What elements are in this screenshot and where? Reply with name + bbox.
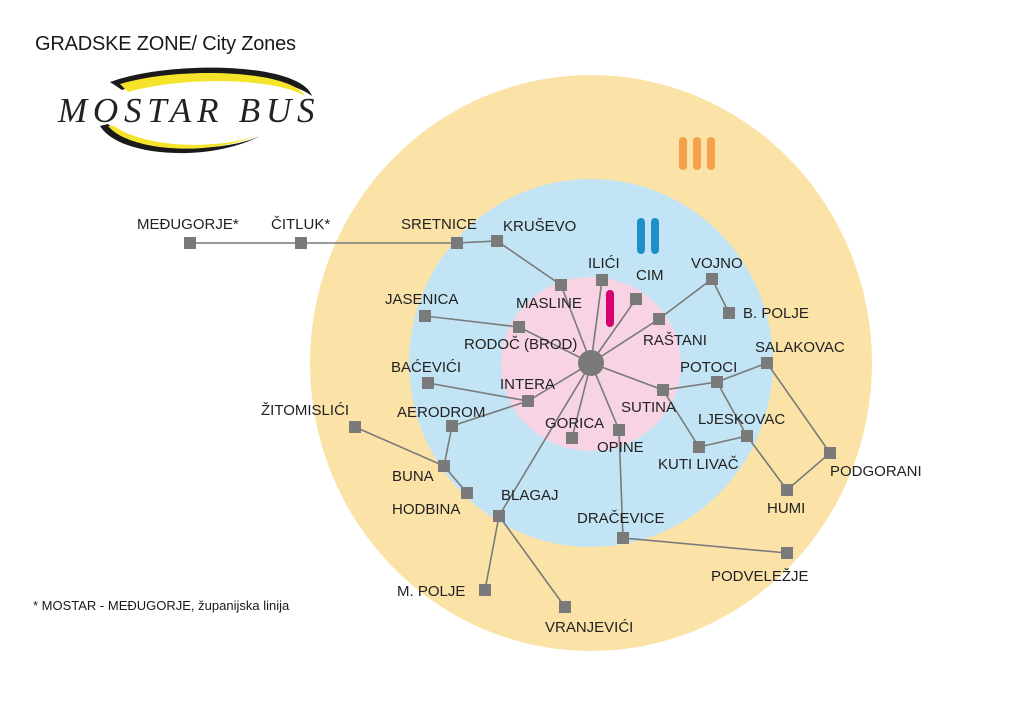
stop-label-podvelezje: PODVELEŽJE — [711, 568, 809, 585]
page-title: GRADSKE ZONE/ City Zones — [35, 33, 296, 55]
logo-swoosh-yellow — [120, 72, 305, 96]
stop-marker-podvelezje — [781, 547, 793, 559]
stop-marker-humi — [781, 484, 793, 496]
stop-label-potoci: POTOCI — [680, 359, 737, 376]
stop-marker-citluk — [295, 237, 307, 249]
stop-label-blagaj: BLAGAJ — [501, 487, 559, 504]
zone-2-marker — [637, 218, 659, 254]
stop-marker-m-polje — [479, 584, 491, 596]
stop-marker-opine — [613, 424, 625, 436]
stop-marker-ilici — [596, 274, 608, 286]
stop-marker-sutina — [657, 384, 669, 396]
stop-marker-vojno — [706, 273, 718, 285]
route-lines — [190, 240, 832, 608]
stop-label-dracevice: DRAČEVICE — [577, 510, 665, 527]
stop-label-rastani: RAŠTANI — [643, 332, 707, 349]
stop-label-hodbina: HODBINA — [392, 501, 460, 518]
stop-marker-kuti-livac — [693, 441, 705, 453]
stop-label-vranjevici: VRANJEVIĆI — [545, 619, 633, 636]
stop-label-humi: HUMI — [767, 500, 805, 517]
stop-label-m-polje: M. POLJE — [397, 583, 465, 600]
stop-marker-potoci — [711, 376, 723, 388]
stop-label-zitomislici: ŽITOMISLIĆI — [261, 402, 349, 419]
stop-marker-podgorani — [824, 447, 836, 459]
stop-marker-jasenica — [419, 310, 431, 322]
stop-label-sutina: SUTINA — [621, 399, 676, 416]
stop-marker-vranjevici — [559, 601, 571, 613]
stop-marker-bacevici — [422, 377, 434, 389]
footnote: * MOSTAR - MEĐUGORJE, županijska linija — [33, 598, 290, 613]
stop-marker-aerodrom — [446, 420, 458, 432]
stop-marker-medjugorje — [184, 237, 196, 249]
stop-label-vojno: VOJNO — [691, 255, 743, 272]
logo-swoosh-bottom-dark — [100, 124, 260, 154]
stop-label-salakovac: SALAKOVAC — [755, 339, 845, 356]
hub-stop — [578, 350, 604, 376]
stop-label-intera: INTERA — [500, 376, 555, 393]
stop-label-bacevici: BAĆEVIĆI — [391, 359, 461, 376]
stop-marker-zitomislici — [349, 421, 361, 433]
stop-label-gorica: GORICA — [545, 415, 604, 432]
stop-label-cim: CIM — [636, 267, 664, 284]
stop-label-buna: BUNA — [392, 468, 434, 485]
stop-label-aerodrom: AERODROM — [397, 404, 485, 421]
stop-marker-rastani — [653, 313, 665, 325]
stop-label-masline: MASLINE — [516, 295, 582, 312]
stop-marker-buna — [438, 460, 450, 472]
stop-marker-rodoc — [513, 321, 525, 333]
mostar-bus-logo: MOSTAR BUS — [57, 67, 316, 154]
stop-label-opine: OPINE — [597, 439, 644, 456]
stop-label-b-polje: B. POLJE — [743, 305, 809, 322]
stop-marker-sretnice — [451, 237, 463, 249]
stop-marker-blagaj — [493, 510, 505, 522]
stop-marker-cim — [630, 293, 642, 305]
zone-1-marker — [606, 290, 614, 327]
stop-marker-masline — [555, 279, 567, 291]
stop-label-ljeskovac: LJESKOVAC — [698, 411, 785, 428]
stop-marker-intera — [522, 395, 534, 407]
stop-label-medjugorje: MEĐUGORJE* — [137, 216, 239, 233]
stop-marker-salakovac — [761, 357, 773, 369]
stop-marker-ljeskovac — [741, 430, 753, 442]
stop-marker-hodbina — [461, 487, 473, 499]
stop-marker-b-polje — [723, 307, 735, 319]
stop-labels: MEĐUGORJE* ČITLUK* SRETNICE KRUŠEVO ILIĆ… — [137, 216, 922, 636]
stop-label-ilici: ILIĆI — [588, 255, 620, 272]
stop-label-krusevo: KRUŠEVO — [503, 218, 576, 235]
stop-label-citluk: ČITLUK* — [271, 216, 330, 233]
stop-label-rodoc: RODOČ (BROD) — [464, 336, 577, 353]
stop-label-sretnice: SRETNICE — [401, 216, 477, 233]
stop-label-jasenica: JASENICA — [385, 291, 458, 308]
stop-marker-gorica — [566, 432, 578, 444]
stop-label-kuti-livac: KUTI LIVAČ — [658, 456, 739, 473]
stop-marker-krusevo — [491, 235, 503, 247]
logo-swoosh-dark — [110, 67, 312, 96]
zone-3-marker — [679, 137, 715, 170]
logo-text: MOSTAR BUS — [57, 91, 316, 130]
stop-markers — [184, 235, 836, 613]
stop-marker-dracevice — [617, 532, 629, 544]
stop-label-podgorani: PODGORANI — [830, 463, 922, 480]
logo-swoosh-bottom-yellow — [108, 126, 255, 149]
